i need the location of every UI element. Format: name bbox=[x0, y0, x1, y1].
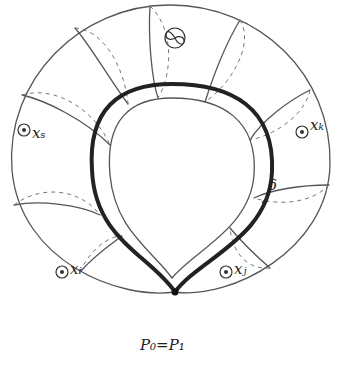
loop-label: δ bbox=[268, 178, 277, 193]
meridian-hidden bbox=[254, 185, 329, 202]
point-label: P₀=P₁ bbox=[140, 338, 185, 353]
point-label: xₛ bbox=[32, 126, 46, 141]
leader-line bbox=[262, 196, 268, 203]
meridian-hidden bbox=[22, 93, 110, 145]
puncture-dot bbox=[22, 128, 26, 132]
meridian-hidden bbox=[80, 236, 122, 272]
puncture-mark bbox=[18, 124, 30, 136]
point-label: xₖ bbox=[310, 118, 324, 133]
puncture-dot bbox=[300, 130, 304, 134]
point-label: xⱼ bbox=[234, 262, 246, 277]
figure-eight bbox=[166, 32, 184, 45]
point-label: xᵢ bbox=[70, 262, 81, 277]
puncture-dot bbox=[224, 270, 228, 274]
meridian-hidden bbox=[75, 28, 128, 104]
handle-mark bbox=[165, 28, 185, 48]
puncture-mark bbox=[56, 266, 68, 278]
meridian bbox=[75, 28, 128, 104]
meridian bbox=[80, 236, 122, 272]
puncture-mark bbox=[296, 126, 308, 138]
meridian bbox=[22, 95, 110, 145]
meridian bbox=[14, 203, 100, 215]
meridian-hidden bbox=[14, 192, 100, 215]
puncture-dot bbox=[60, 270, 64, 274]
loop-delta bbox=[92, 84, 273, 292]
meridian bbox=[254, 185, 329, 198]
base-point bbox=[172, 289, 179, 296]
outer-surface bbox=[12, 5, 330, 293]
puncture-mark bbox=[220, 266, 232, 278]
